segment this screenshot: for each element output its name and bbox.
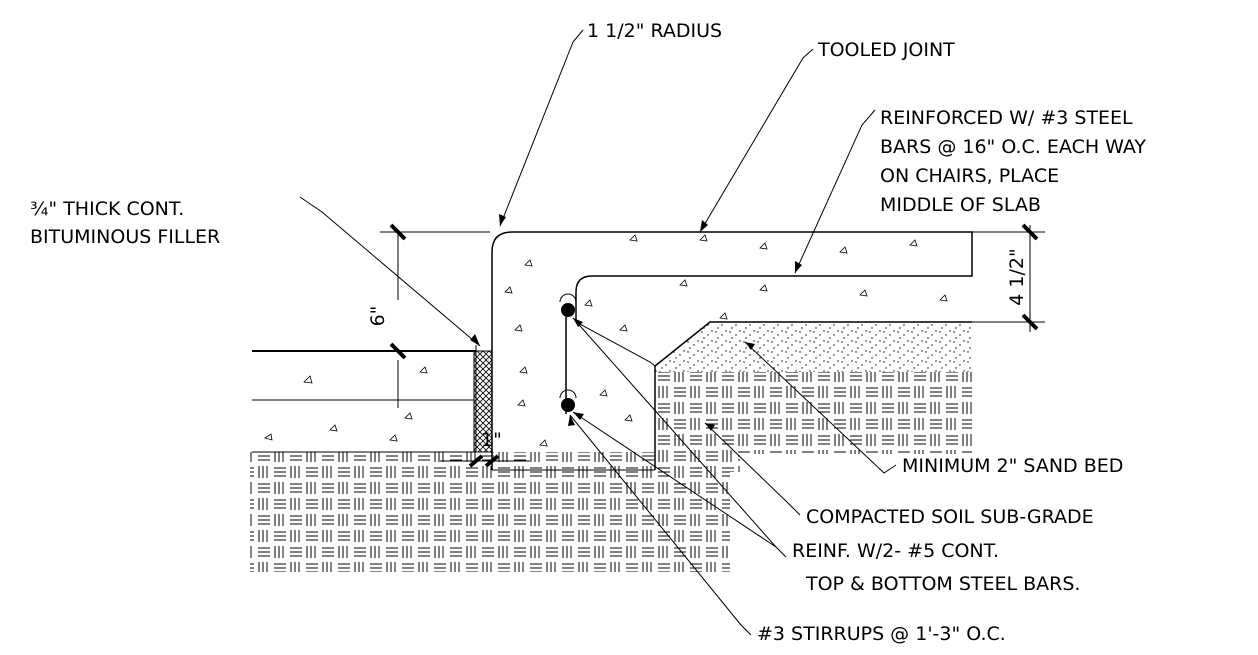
subgrade-soil-right [655,372,972,454]
curb-and-slab [491,231,973,470]
reinforced-label-3: ON CHAIRS, PLACE [880,165,1059,187]
subgrade-soil-left [250,452,730,572]
stirrups-label: #3 STIRRUPS @ 1'-3" O.C. [757,623,1006,645]
radius-label: 1 1/2" RADIUS [587,20,722,42]
tooled-joint-label: TOOLED JOINT [817,39,955,61]
arrowheads [470,214,802,431]
leader-lines [299,29,897,636]
curb-height-dimension: 6" [367,223,490,408]
aggregate-marks [264,234,948,447]
filler-label-2: BITUMINOUS FILLER [30,226,220,248]
reinf-bars-label-2: TOP & BOTTOM STEEL BARS. [805,573,1080,595]
slab-thickness-label: 4 1/2" [1006,248,1028,305]
sand-bed [655,322,972,372]
slab-thickness-dimension: 4 1/2" [972,223,1045,332]
reinforced-label-1: REINFORCED W/ #3 STEEL [880,107,1133,129]
sand-bed-label: MINIMUM 2" SAND BED [902,455,1123,477]
reinforced-label-4: MIDDLE OF SLAB [880,194,1041,216]
reinforced-label-2: BARS @ 16" O.C. EACH WAY [880,136,1146,158]
soil-label: COMPACTED SOIL SUB-GRADE [806,506,1094,528]
filler-label-1: ¾" THICK CONT. [30,198,184,220]
gap-dimension: 1" [440,345,530,468]
rebar-bottom [561,398,575,412]
sidewalk-slab [252,350,474,452]
reinf-bars-label-1: REINF. W/2- #5 CONT. [792,540,999,562]
curb-height-label: 6" [367,306,389,327]
gap-label: 1" [481,429,502,451]
subgrade-soil-bottom [655,454,740,472]
rebar-top [561,303,575,317]
